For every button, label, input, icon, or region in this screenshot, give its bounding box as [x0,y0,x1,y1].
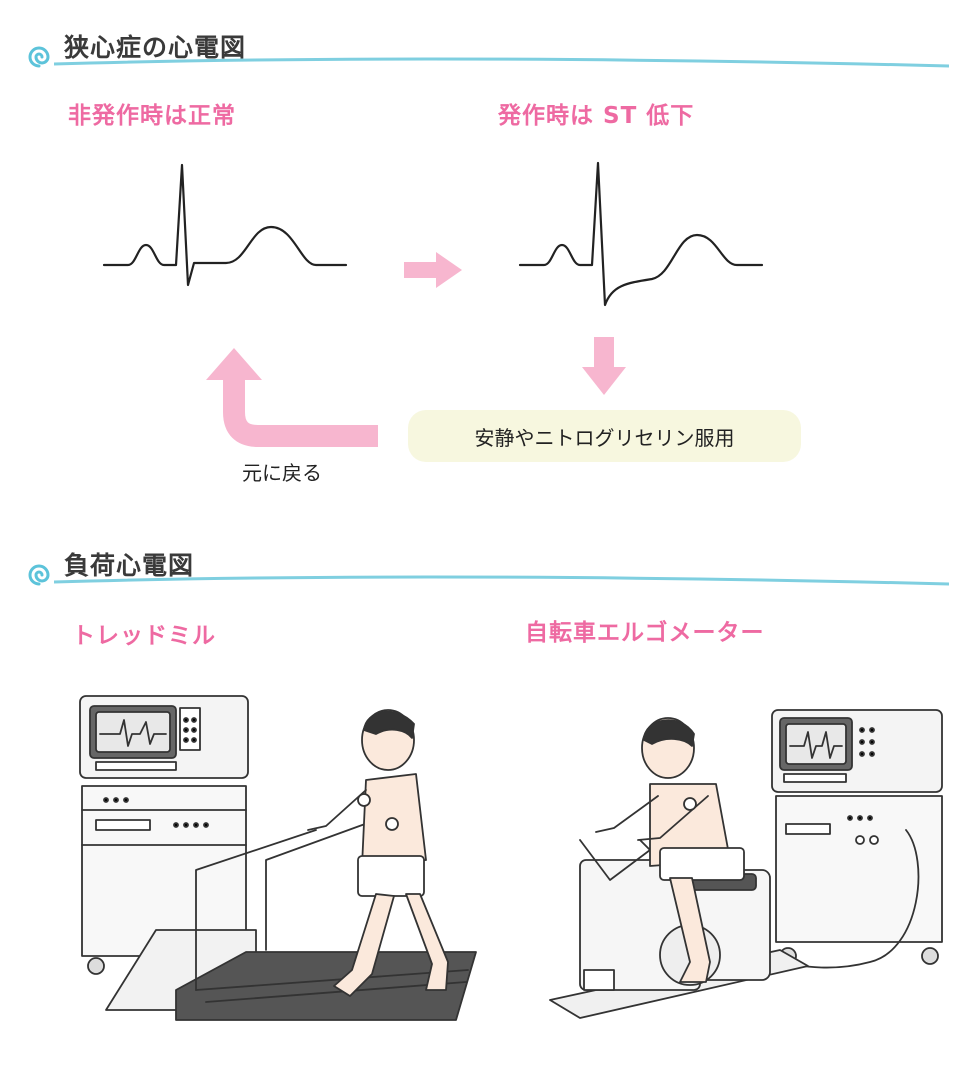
section-header-angina-ecg: 狭心症の心電図 [24,24,949,72]
down-arrow-icon [582,337,626,395]
section-title: 狭心症の心電図 [64,33,247,62]
bicycle-ergometer-label: 自転車エルゴメーター [525,620,765,646]
bicycle-ergometer-illustration [549,709,943,1019]
section-rule [54,575,949,586]
st-depression-ecg-waveform [518,161,764,307]
section-header-stress-ecg: 負荷心電図 [24,542,949,590]
treatment-box: 安静やニトログリセリン服用 [408,410,801,462]
treadmill-illustration [79,695,477,1021]
return-label: 元に戻る [242,461,322,485]
treadmill-label: トレッドミル [72,623,216,649]
attack-state-label: 発作時は ST 低下 [498,103,695,129]
treatment-label: 安静やニトログリセリン服用 [474,425,735,450]
right-arrow-icon [404,252,462,288]
section-title: 負荷心電図 [64,551,195,580]
return-arrow-icon [206,348,378,447]
swirl-icon [28,564,50,586]
normal-state-label: 非発作時は正常 [68,103,236,129]
section-rule [54,57,949,68]
normal-ecg-waveform [102,163,348,287]
swirl-icon [28,46,50,68]
